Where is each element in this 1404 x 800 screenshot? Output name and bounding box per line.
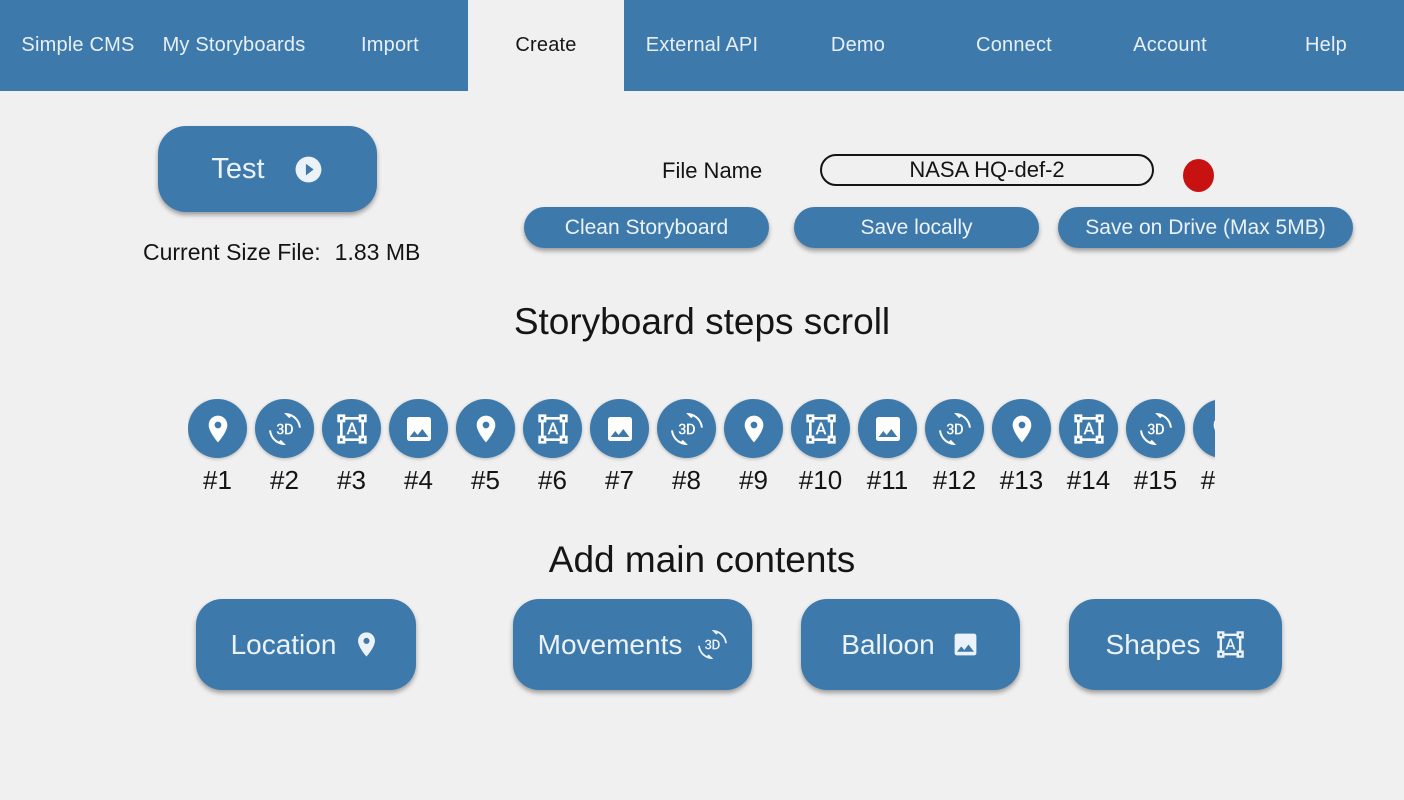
current-size-line: Current Size File: 1.83 MB <box>143 239 420 266</box>
step-location-pin-icon[interactable] <box>1193 399 1215 458</box>
step-label: #15 <box>1133 465 1178 495</box>
save-on-drive-button[interactable]: Save on Drive (Max 5MB) <box>1058 207 1353 248</box>
step-label: #12 <box>932 465 977 495</box>
current-size-label: Current Size File: <box>143 239 321 265</box>
location-pin-icon <box>352 630 381 659</box>
step-item: #14 <box>1059 399 1118 499</box>
step-item: #1 <box>188 399 247 499</box>
step-label: #1 <box>203 465 232 495</box>
top-nav-bar: Simple CMS My Storyboards Import Create Exte… <box>0 0 1404 91</box>
step-rotation-3d-icon[interactable] <box>925 399 984 458</box>
test-button-label: Test <box>211 152 265 185</box>
step-format-shapes-icon[interactable] <box>791 399 850 458</box>
step-item: #13 <box>992 399 1051 499</box>
nav-item-account[interactable]: Account <box>1133 34 1207 56</box>
step-item: #15 <box>1126 399 1185 499</box>
file-name-input[interactable] <box>820 154 1154 186</box>
nav-item-create[interactable]: Create <box>468 0 624 91</box>
step-rotation-3d-icon[interactable] <box>1126 399 1185 458</box>
nav-item-connect[interactable]: Connect <box>976 34 1052 56</box>
step-label: #7 <box>605 465 634 495</box>
step-image-icon[interactable] <box>389 399 448 458</box>
step-label: #10 <box>798 465 843 495</box>
add-balloon-label: Balloon <box>841 628 935 660</box>
add-shapes-label: Shapes <box>1105 628 1201 660</box>
current-size-value: 1.83 MB <box>334 239 421 265</box>
step-label: #8 <box>672 465 701 495</box>
step-item: #5 <box>456 399 515 499</box>
step-item: #9 <box>724 399 783 499</box>
step-item: #8 <box>657 399 716 499</box>
step-label: #5 <box>471 465 500 495</box>
step-image-icon[interactable] <box>858 399 917 458</box>
step-rotation-3d-icon[interactable] <box>657 399 716 458</box>
step-image-icon[interactable] <box>590 399 649 458</box>
step-item: #6 <box>523 399 582 499</box>
nav-item-import[interactable]: Import <box>361 34 419 56</box>
step-format-shapes-icon[interactable] <box>1059 399 1118 458</box>
nav-item-demo[interactable]: Demo <box>830 34 886 56</box>
add-location-button[interactable]: Location <box>196 599 416 690</box>
step-label: #11 <box>866 465 909 495</box>
add-shapes-button[interactable]: Shapes <box>1069 599 1282 690</box>
add-location-label: Location <box>230 628 337 660</box>
nav-item-my-storyboards[interactable]: My Storyboards <box>162 34 306 56</box>
step-location-pin-icon[interactable] <box>188 399 247 458</box>
step-item: #7 <box>590 399 649 499</box>
step-label: #9 <box>739 465 768 495</box>
step-label: #13 <box>999 465 1044 495</box>
step-item: #16 <box>1193 399 1215 499</box>
step-item: #4 <box>389 399 448 499</box>
step-item: #3 <box>322 399 381 499</box>
step-label: #4 <box>404 465 433 495</box>
step-label: #2 <box>270 465 299 495</box>
step-item: #11 <box>858 399 917 499</box>
nav-item-help[interactable]: Help <box>1305 34 1347 56</box>
save-locally-button[interactable]: Save locally <box>794 207 1039 248</box>
add-movements-label: Movements <box>537 628 683 660</box>
step-item: #12 <box>925 399 984 499</box>
steps-heading: Storyboard steps scroll <box>513 301 891 342</box>
save-on-drive-label: Save on Drive (Max 5MB) <box>1085 215 1326 239</box>
add-balloon-button[interactable]: Balloon <box>801 599 1020 690</box>
save-locally-label: Save locally <box>860 215 973 239</box>
status-red-dot <box>1183 159 1214 192</box>
nav-item-external-api[interactable]: External API <box>645 34 759 56</box>
step-item: #10 <box>791 399 850 499</box>
add-movements-button[interactable]: Movements <box>513 599 752 690</box>
contents-heading: Add main contents <box>548 539 856 580</box>
step-item: #2 <box>255 399 314 499</box>
clean-storyboard-label: Clean Storyboard <box>564 215 729 239</box>
step-label: #14 <box>1066 465 1111 495</box>
test-button[interactable]: Test <box>158 126 377 212</box>
step-rotation-3d-icon[interactable] <box>255 399 314 458</box>
step-location-pin-icon[interactable] <box>724 399 783 458</box>
step-location-pin-icon[interactable] <box>992 399 1051 458</box>
step-location-pin-icon[interactable] <box>456 399 515 458</box>
nav-item-simple-cms[interactable]: Simple CMS <box>21 34 135 56</box>
step-label: #6 <box>538 465 567 495</box>
format-shapes-icon <box>1216 630 1245 659</box>
storyboard-steps-scroll[interactable]: #1 #2 #3 #4 #5 #6 #7 #8 #9 #10 #11 #12 #13 #14 #15 #16 <box>188 399 1215 499</box>
image-icon <box>951 630 980 659</box>
clean-storyboard-button[interactable]: Clean Storyboard <box>524 207 769 248</box>
step-label: #16 <box>1200 465 1215 495</box>
step-format-shapes-icon[interactable] <box>523 399 582 458</box>
step-label: #3 <box>337 465 366 495</box>
rotation-3d-icon <box>698 630 728 659</box>
step-format-shapes-icon[interactable] <box>322 399 381 458</box>
file-name-label: File Name <box>662 158 763 183</box>
play-circle-icon <box>293 154 324 185</box>
